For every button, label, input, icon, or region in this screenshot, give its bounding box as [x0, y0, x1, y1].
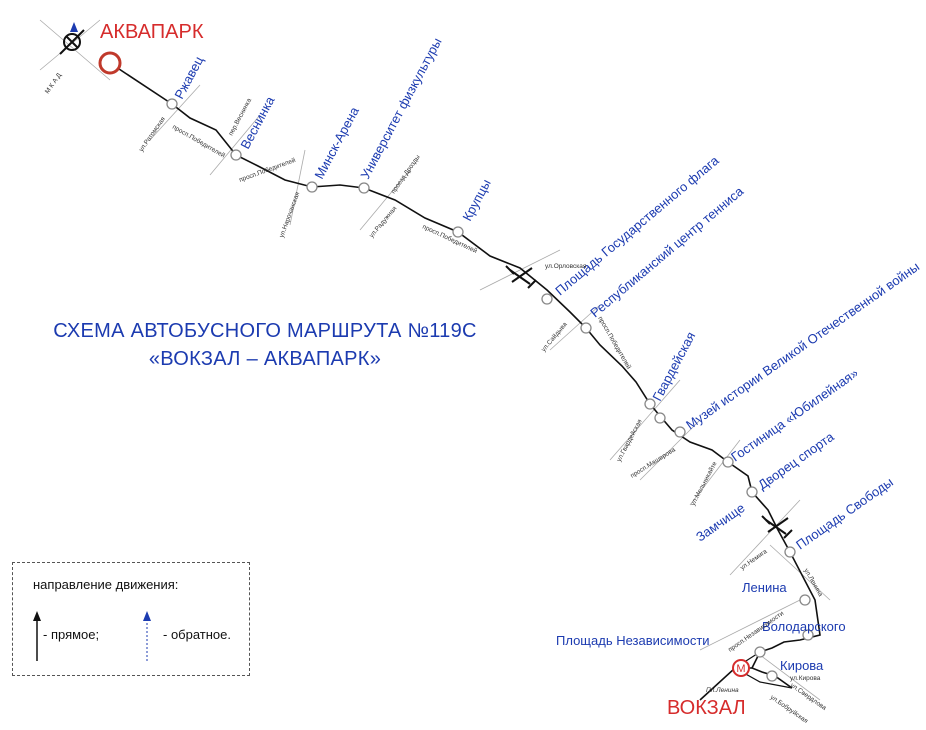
terminal-start-marker: [98, 51, 122, 75]
street-label: ул.Свердлова: [789, 682, 828, 712]
stop-label: Гвардейская: [649, 329, 698, 403]
map-title-line-1: СХЕМА АВТОБУСНОГО МАРШРУТА №119С: [53, 320, 477, 342]
stop-marker: [452, 226, 464, 238]
stop-marker: [674, 426, 686, 438]
stop-label: Ленина: [742, 580, 787, 595]
street-label: ул.Кирова: [790, 675, 821, 682]
stop-marker: [784, 546, 796, 558]
street-label: ул.Орловская: [545, 263, 587, 270]
metro-symbol: М: [736, 663, 745, 675]
street-label: ул.Нарочанская: [278, 191, 301, 239]
street-label: ул.Гвардейская: [615, 417, 644, 462]
street-label: ул.Радужная: [368, 205, 399, 239]
stop-label: Крупцы: [459, 177, 493, 224]
legend-backward-label: - обратное.: [163, 627, 231, 642]
stop-label: Площадь Независимости: [556, 633, 710, 648]
stop-marker: [722, 456, 734, 468]
street-label: проезд Дрозды: [390, 154, 422, 196]
interchange-icon: [505, 265, 537, 289]
legend: направление движения: - прямое; - обратн…: [12, 562, 250, 676]
stop-marker: [644, 398, 656, 410]
terminal-label-start: АКВАПАРК: [100, 21, 204, 43]
stop-marker: [358, 182, 370, 194]
metro-icon: [732, 659, 750, 677]
terminal-interchange-icon: [59, 29, 85, 55]
legend-title: направление движения:: [33, 577, 179, 592]
arrow-icon: [70, 22, 78, 32]
stop-label: Володарского: [762, 619, 846, 634]
map-title-line-2: «ВОКЗАЛ – АКВАПАРК»: [148, 348, 382, 370]
stop-label: Ржавец: [171, 53, 206, 101]
stop-label: Площадь Свободы: [793, 474, 896, 552]
stop-marker: [541, 293, 553, 305]
street-label: М К А Д: [44, 72, 63, 96]
stop-marker: [306, 181, 318, 193]
stop-markers: [166, 98, 814, 682]
stop-label: Университет физкультуры: [357, 35, 444, 181]
interchange-icon: [761, 515, 793, 539]
forward-arrow-icon: [33, 611, 41, 661]
stop-marker: [802, 629, 814, 641]
street-label: просп.Победителей: [596, 315, 633, 371]
stop-marker: [799, 594, 811, 606]
backward-arrow-icon: [143, 611, 151, 661]
stop-marker: [654, 412, 666, 424]
stop-label: Минск-Арена: [311, 104, 362, 182]
stop-marker: [166, 98, 178, 110]
street-label: ул.Мельникайте: [689, 460, 719, 507]
stop-marker: [766, 670, 778, 682]
stop-marker: [580, 322, 592, 334]
street-label: просп.Победителей: [171, 123, 227, 160]
stop-marker: [746, 486, 758, 498]
stop-label: Кирова: [780, 658, 824, 673]
legend-forward-label: - прямое;: [43, 627, 100, 642]
stop-marker: [230, 149, 242, 161]
street-label: просп.Победителей: [421, 223, 479, 256]
street-label: ул.Немига: [739, 548, 769, 572]
stop-label: Замчище: [693, 500, 747, 544]
street-label: Пл.Ленина: [706, 687, 739, 694]
street-label: ул.Ратомская: [138, 115, 167, 153]
terminal-label-end: ВОКЗАЛ: [667, 697, 746, 719]
street-label: просп.Машерова: [629, 446, 677, 479]
stop-marker: [754, 646, 766, 658]
